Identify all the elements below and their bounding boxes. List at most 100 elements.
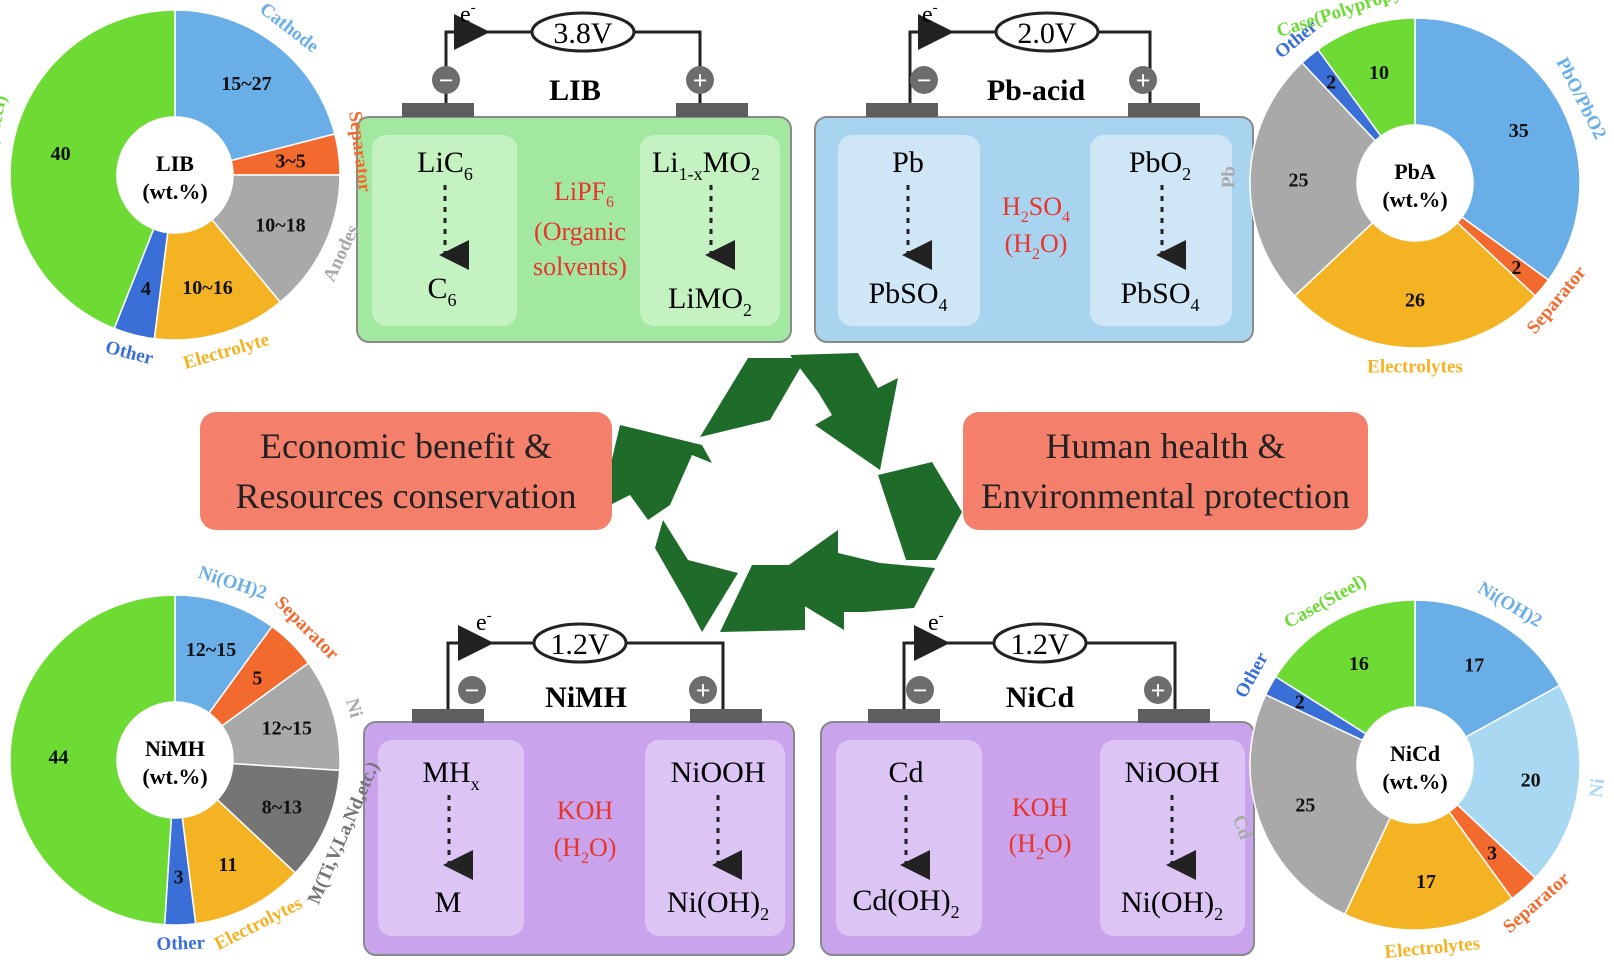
- nicd-voltage: 1.2V: [1010, 628, 1070, 661]
- svg-text:+: +: [1151, 676, 1166, 705]
- nimh-cathode-top: NiOOH: [671, 756, 766, 789]
- pba-negative-terminal: [866, 103, 938, 117]
- human-health-line2: Environmental protection: [981, 476, 1350, 516]
- pba-electron-label: e-: [922, 0, 938, 28]
- nimh-value-label: 5: [252, 668, 262, 690]
- pba-name: Pb-acid: [987, 74, 1086, 107]
- nicd-voltmeter: [992, 622, 1088, 664]
- nicd-anode-bottom: Cd(OH)2: [852, 884, 959, 922]
- nimh-minus-icon: [458, 676, 486, 704]
- nicd-value-label: 2: [1295, 692, 1305, 714]
- nimh-value-label: 12~15: [262, 717, 312, 739]
- pba-category-label: Electrolytes: [1367, 356, 1463, 377]
- svg-text:(H2O): (H2O): [1009, 829, 1072, 863]
- lib-battery: 3.8V e- − + LIB LiC6 C6 Li1-xMO2 LiMO2 L…: [356, 0, 792, 343]
- lib-value-label: 10~18: [255, 215, 305, 237]
- nicd-donut-unit: (wt.%): [1382, 769, 1447, 794]
- pba-electrolyte: H2SO4: [1002, 192, 1070, 226]
- lib-value-label: 40: [51, 143, 71, 165]
- pba-cathode-bottom: PbSO4: [1120, 277, 1199, 315]
- nicd-value-label: 3: [1487, 842, 1497, 864]
- svg-text:(Organic: (Organic: [534, 217, 626, 246]
- lib-value-label: 15~27: [221, 73, 271, 95]
- svg-text:−: −: [465, 676, 480, 705]
- human-health-line1: Human health &: [1045, 426, 1286, 466]
- lib-minus-icon: [432, 66, 460, 94]
- lib-category-label: Other: [103, 337, 156, 370]
- lib-voltage: 3.8V: [553, 17, 613, 50]
- lib-electrolyte: LiPF6: [554, 177, 614, 211]
- nicd-cathode-panel: [1100, 740, 1245, 936]
- lib-positive-terminal: [676, 103, 748, 117]
- nimh-cathode-panel: [645, 740, 785, 936]
- nicd-anode-top: Cd: [888, 756, 923, 789]
- nimh-anode-panel: [378, 740, 524, 936]
- nimh-category-label: Other: [156, 932, 206, 955]
- nimh-plus-icon: [689, 676, 717, 704]
- nimh-value-label: 44: [49, 746, 69, 768]
- nicd-value-label: 25: [1295, 794, 1315, 816]
- lib-anode-top: LiC6: [417, 146, 473, 184]
- human-health-box: Human health & Environmental protection: [963, 412, 1368, 530]
- nimh-category-label: Case(Steel): [0, 708, 1, 799]
- svg-text:+: +: [1136, 66, 1151, 95]
- lib-value-label: 3~5: [275, 150, 305, 172]
- nicd-name: NiCd: [1006, 681, 1075, 714]
- nicd-anode-panel: [836, 740, 982, 936]
- nimh-battery: 1.2V e- − + NiMH MHx M NiOOH Ni(OH)2 KOH…: [363, 608, 795, 956]
- lib-anode-bottom: C6: [427, 272, 456, 310]
- nimh-name: NiMH: [545, 681, 627, 714]
- lib-wire-left: [444, 30, 532, 103]
- pba-value-label: 2: [1326, 72, 1336, 94]
- pba-anode-bottom: PbSO4: [868, 277, 947, 315]
- nicd-value-label: 20: [1521, 770, 1541, 792]
- nicd-electrolyte: KOH: [1012, 793, 1069, 822]
- nicd-category-label: Electrolytes: [1384, 933, 1481, 963]
- svg-text:solvents): solvents): [533, 252, 627, 281]
- nicd-category-label: Ni: [1586, 777, 1609, 798]
- pba-anode-top: Pb: [892, 146, 924, 179]
- pba-donut-hole: [1357, 125, 1473, 241]
- nicd-donut-title: NiCd: [1390, 741, 1440, 766]
- pba-voltage: 2.0V: [1017, 17, 1077, 50]
- lib-cathode-top: Li1-xMO2: [652, 146, 760, 184]
- nimh-voltmeter: [532, 622, 628, 664]
- lib-donut-unit: (wt.%): [142, 179, 207, 204]
- recycle-icon: [600, 353, 962, 632]
- svg-text:−: −: [913, 676, 928, 705]
- nicd-cathode-bottom: Ni(OH)2: [1121, 886, 1223, 924]
- lib-cathode-bottom: LiMO2: [668, 282, 752, 320]
- nimh-electron-label: e-: [476, 608, 492, 636]
- nimh-value-label: 3: [174, 866, 184, 888]
- pba-value-label: 35: [1509, 120, 1529, 142]
- nicd-plus-icon: [1144, 676, 1172, 704]
- economic-benefit-line1: Economic benefit &: [260, 426, 552, 466]
- pba-donut-unit: (wt.%): [1382, 187, 1447, 212]
- nimh-donut-title: NiMH: [145, 736, 205, 761]
- nicd-value-label: 17: [1416, 871, 1436, 893]
- svg-text:+: +: [696, 676, 711, 705]
- pba-value-label: 10: [1369, 62, 1389, 84]
- nicd-cathode-top: NiOOH: [1125, 756, 1220, 789]
- pba-category-label: Pb: [1218, 166, 1240, 189]
- lib-value-label: 10~16: [182, 277, 232, 299]
- lib-electron-label: e-: [460, 0, 476, 28]
- pba-plus-icon: [1129, 66, 1157, 94]
- pba-positive-terminal: [1128, 103, 1200, 117]
- nimh-donut-hole: [117, 702, 233, 818]
- svg-text:−: −: [917, 66, 932, 95]
- nicd-donut-hole: [1357, 707, 1473, 823]
- svg-text:(H2O): (H2O): [554, 833, 617, 867]
- nimh-value-label: 8~13: [262, 796, 302, 818]
- nicd-battery: 1.2V e- − + NiCd Cd Cd(OH)2 NiOOH Ni(OH)…: [820, 608, 1255, 956]
- pba-value-label: 25: [1289, 169, 1309, 191]
- pba-cathode-top: PbO2: [1129, 146, 1191, 184]
- svg-text:+: +: [693, 66, 708, 95]
- nimh-value-label: 12~15: [186, 639, 236, 661]
- nimh-cathode-bottom: Ni(OH)2: [667, 886, 769, 924]
